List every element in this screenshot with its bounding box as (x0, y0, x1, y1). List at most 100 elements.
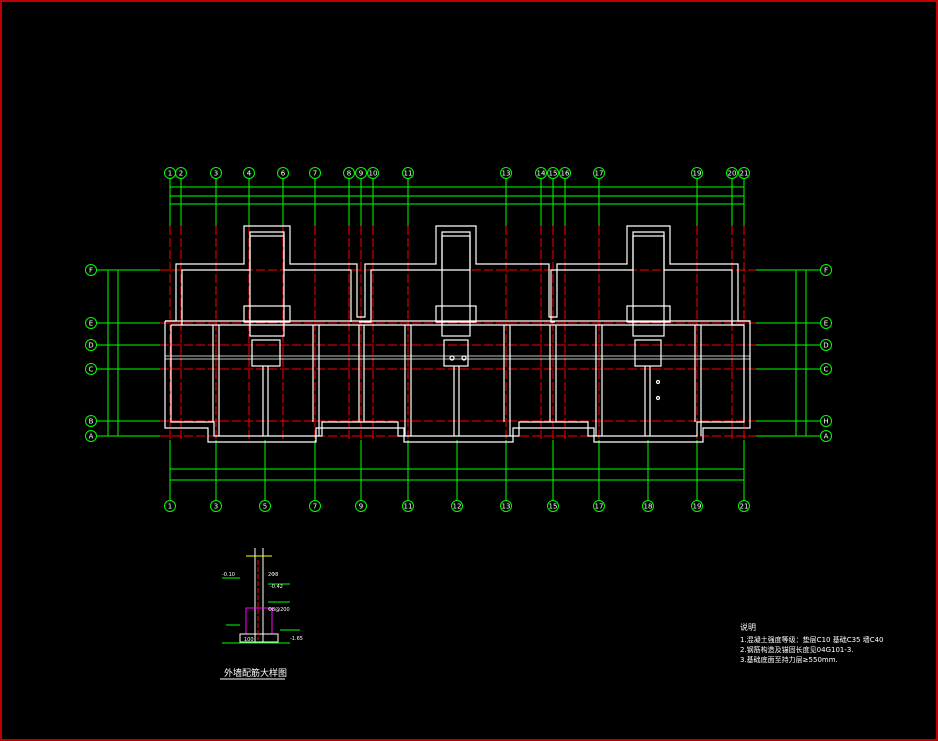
top-axis-bubble-label: 15 (549, 170, 558, 178)
right-axis-bubble-label: H (823, 418, 828, 426)
general-notes: 说明 1.混凝土强度等级：垫层C10 基础C35 墙C40 2.钢筋构造及锚固长… (740, 622, 884, 664)
detail-label: 2Φ8 (268, 572, 278, 578)
top-axis-bubble-label: 7 (313, 170, 317, 178)
top-axis-bubble-circle (367, 167, 379, 179)
bottom-axis-bubble-circle (210, 500, 222, 512)
top-axis-bubble-circle (500, 167, 512, 179)
top-axis-bubble-circle (309, 167, 321, 179)
right-axis-bubble-label: D (823, 342, 828, 350)
dimension-lines (107, 186, 807, 481)
top-axis-bubble-label: 9 (359, 170, 363, 178)
top-axis-bubble-label: 8 (347, 170, 351, 178)
foundation-plan (164, 225, 751, 443)
left-axis-bubble-circle (85, 415, 97, 427)
bottom-axis-bubble-circle (451, 500, 463, 512)
right-axis-bubble-label: F (824, 267, 828, 275)
bottom-axis-bubble-label: 11 (404, 503, 413, 511)
top-axis-bubble-circle (402, 167, 414, 179)
bottom-axis-bubble-circle (593, 500, 605, 512)
bottom-axis-bubble-circle (691, 500, 703, 512)
bottom-axis-bubble-label: 13 (502, 503, 511, 511)
top-axis-bubble-label: 4 (247, 170, 252, 178)
bottom-axis-bubble-label: 1 (168, 503, 172, 511)
left-axis-bubble-label: B (89, 418, 94, 426)
bottom-axis-bubble-circle (642, 500, 654, 512)
left-axis-bubble-label: C (89, 366, 94, 374)
top-axis-bubble-label: 1 (168, 170, 172, 178)
detail-label: 100 (244, 637, 254, 643)
right-axis-bubble-circle (820, 339, 832, 351)
bottom-axis-bubble-label: 12 (453, 503, 462, 511)
top-axis-bubble-label: 3 (214, 170, 218, 178)
note-line: 2.钢筋构造及锚固长度见04G101-3. (740, 645, 854, 654)
top-axis-bubble-label: 19 (693, 170, 702, 178)
bottom-axis-bubble-circle (355, 500, 367, 512)
top-axis-bubble-circle (559, 167, 571, 179)
top-axis-bubble-circle (738, 167, 750, 179)
notes-heading: 说明 (740, 622, 756, 632)
wall-detail-labels: -0.10 2Φ8 -0.42 Φ8@200 100 -1.65 (222, 572, 303, 643)
top-axis-bubble-circle (355, 167, 367, 179)
bottom-axis-bubble-label: 19 (693, 503, 702, 511)
left-axis-bubble-circle (85, 430, 97, 442)
bottom-axis-bubble-circle (309, 500, 321, 512)
bottom-axis-bubble-label: 21 (740, 503, 749, 511)
bottom-axis-bubble-label: 15 (549, 503, 558, 511)
left-axis-bubble-label: A (89, 433, 94, 441)
left-axis-bubble-circle (85, 339, 97, 351)
bottom-axis-bubble-circle (402, 500, 414, 512)
left-axis-bubble-label: F (89, 267, 93, 275)
top-axis-bubble-circle (535, 167, 547, 179)
top-axis-bubble-label: 11 (404, 170, 413, 178)
right-axis-bubble-label: A (824, 433, 829, 441)
bottom-axis-bubble-circle (164, 500, 176, 512)
bottom-axis-bubble-label: 17 (595, 503, 604, 511)
top-axis-bubble-label: 2 (179, 170, 183, 178)
bottom-axis-bubble-label: 18 (644, 503, 653, 511)
bottom-axis-bubble-label: 9 (359, 503, 363, 511)
top-axis-bubble-label: 10 (369, 170, 378, 178)
note-line: 3.基础底面至持力层≥550mm. (740, 655, 838, 664)
top-axis-bubble-circle (593, 167, 605, 179)
bottom-axis-bubble-label: 7 (313, 503, 317, 511)
detail-label: -0.10 (222, 572, 235, 578)
right-axis-bubble-circle (820, 415, 832, 427)
left-axis-bubble-circle (85, 317, 97, 329)
top-axis-bubble-circle (547, 167, 559, 179)
left-axis-bubble-label: E (89, 320, 93, 328)
right-axis-bubble-circle (820, 317, 832, 329)
top-axis-bubble-label: 16 (561, 170, 570, 178)
top-axis-bubble-circle (175, 167, 187, 179)
top-axis-bubble-circle (277, 167, 289, 179)
top-axis-bubble-label: 21 (740, 170, 749, 178)
top-axis-bubble-label: 17 (595, 170, 604, 178)
wall-detail-drawing (220, 548, 300, 680)
top-axis-bubble-circle (243, 167, 255, 179)
detail-label: -0.42 (270, 584, 283, 590)
right-axis-bubble-label: E (824, 320, 828, 328)
top-axis-bubble-label: 13 (502, 170, 511, 178)
right-axis-bubble-circle (820, 264, 832, 276)
bottom-axis-bubble-circle (547, 500, 559, 512)
top-axis-bubble-circle (726, 167, 738, 179)
detail-title: 外墙配筋大样图 (224, 667, 287, 679)
right-axis-bubble-circle (820, 430, 832, 442)
note-line: 1.混凝土强度等级：垫层C10 基础C35 墙C40 (740, 635, 884, 644)
top-axis-bubble-circle (343, 167, 355, 179)
right-axis-bubble-circle (820, 363, 832, 375)
top-axis-bubble-label: 14 (537, 170, 546, 178)
bottom-axis-bubble-circle (738, 500, 750, 512)
detail-label: -1.65 (290, 636, 303, 642)
top-axis-bubble-circle (210, 167, 222, 179)
left-axis-bubble-circle (85, 363, 97, 375)
top-axis-bubble-circle (691, 167, 703, 179)
bottom-axis-bubble-label: 3 (214, 503, 218, 511)
left-axis-bubble-label: D (88, 342, 93, 350)
outer-wall-outline (164, 225, 751, 443)
left-axis-bubble-circle (85, 264, 97, 276)
bottom-axis-bubble-circle (259, 500, 271, 512)
bottom-axis-bubble-label: 5 (263, 503, 267, 511)
